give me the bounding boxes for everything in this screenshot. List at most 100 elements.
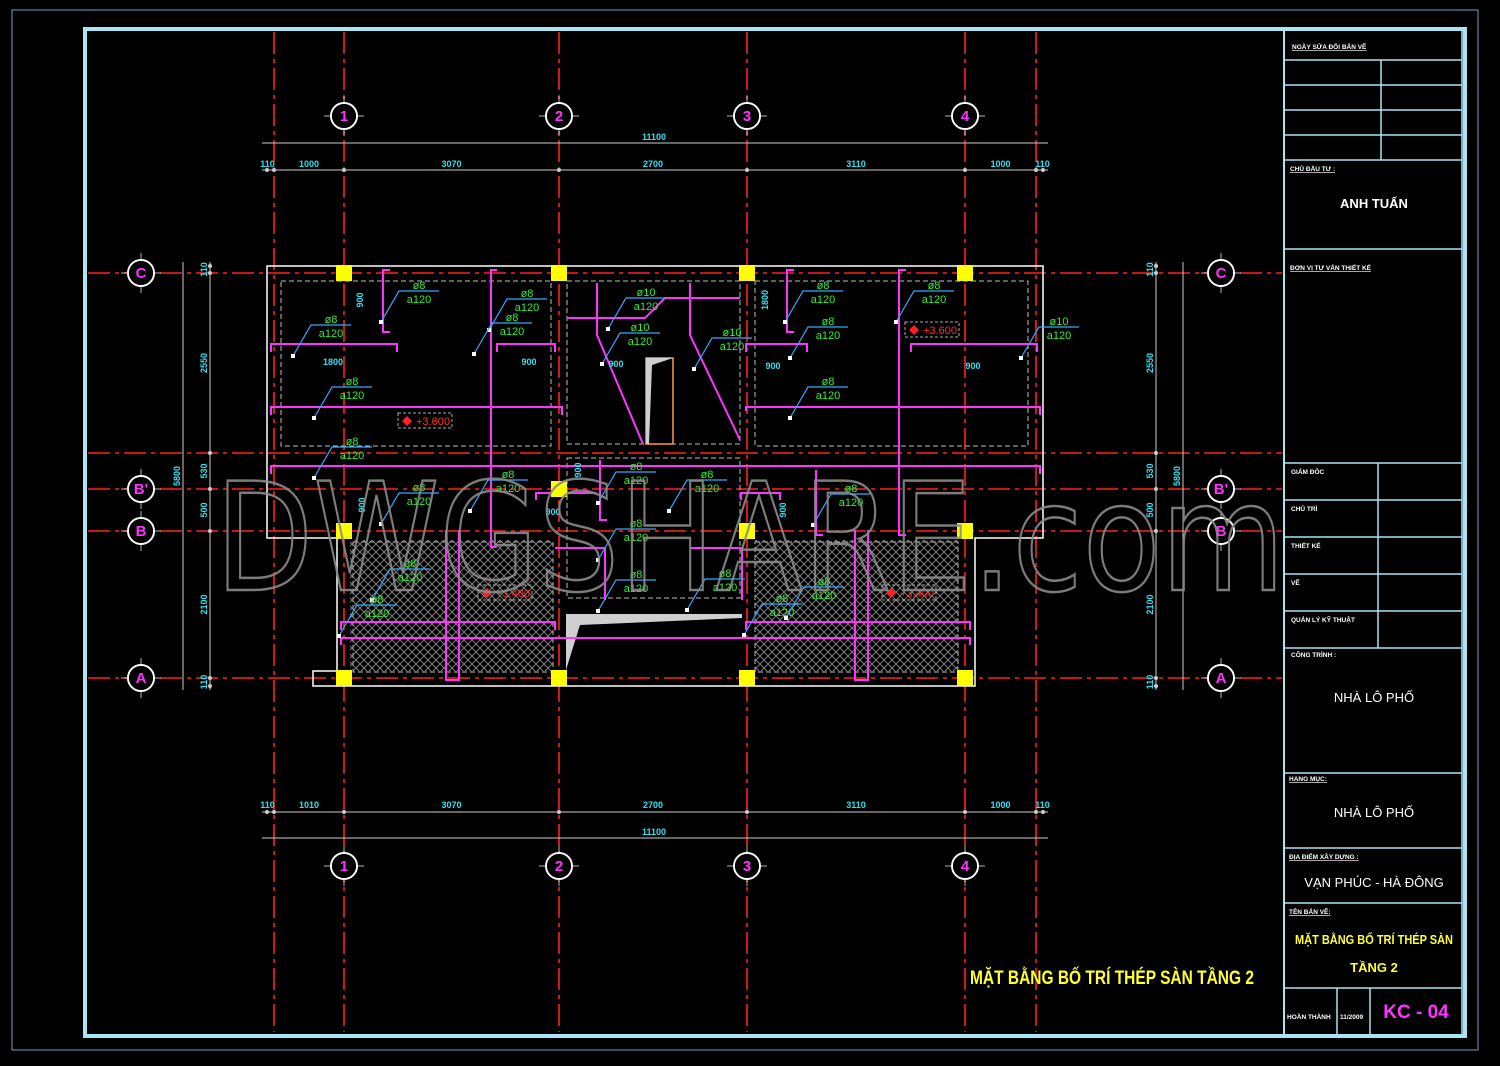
leader-line (784, 290, 843, 323)
dimension-tick (272, 168, 276, 172)
dimension-tick (208, 684, 212, 688)
elevation-marks: +3.600+3.600+3.400+3.400 (397, 321, 960, 601)
rebar-diameter: ø8 (325, 314, 338, 326)
rebar-label: ø8 a120 (742, 593, 802, 637)
rebar-diameter: ø8 (817, 280, 830, 292)
leader-line (743, 603, 802, 636)
leader-line (789, 326, 848, 359)
rebar-spacing: a120 (407, 294, 431, 306)
dimension-tick (557, 810, 561, 814)
rebar-label: ø8 a120 (894, 280, 954, 324)
column (336, 670, 352, 686)
leader-dot (692, 367, 696, 371)
rebar-spacing: a120 (770, 607, 794, 619)
dimension-tick (265, 168, 269, 172)
leader-dot (788, 416, 792, 420)
leader-line (668, 479, 727, 512)
dimension-tick (1041, 168, 1045, 172)
item-label: HẠNG MỤC: (1289, 776, 1327, 783)
grid-bubble-right: C (1201, 253, 1241, 293)
leader-line (597, 528, 656, 561)
dimension-label: 2100 (199, 594, 209, 614)
rebar-spacing: a120 (811, 294, 835, 306)
rebar-spacing: a120 (340, 390, 364, 402)
leader-line (895, 290, 954, 323)
grid-bubble-label: B' (1214, 481, 1228, 498)
bubble-fill (1209, 477, 1233, 501)
leader-line (380, 290, 439, 323)
grid-bubble-right: B (1201, 511, 1241, 551)
columns (336, 265, 973, 686)
project-name: NHÀ LÔ PHỐ (1334, 690, 1414, 705)
elevation-box (904, 321, 960, 338)
rebar-spacing: a120 (922, 294, 946, 306)
interior-dimension-label: 900 (357, 497, 367, 512)
leader-dot (606, 327, 610, 331)
drawing-name-line1: MẶT BẰNG BỐ TRÍ THÉP SÀN (1295, 932, 1453, 947)
dimension-tick (1041, 810, 1045, 814)
grid-bubble-label: C (136, 265, 147, 282)
leader-line (693, 337, 752, 370)
grid-bubble-bottom: 3 (727, 846, 767, 886)
bubble-fill (735, 854, 759, 878)
completed-label: HOÀN THÀNH (1287, 1012, 1331, 1021)
owner-label: CHỦ ĐẦU TƯ : (1290, 163, 1335, 173)
leader-line (313, 446, 372, 479)
dimension-label: 1000 (990, 159, 1010, 169)
rebar-diameter: ø8 (776, 593, 789, 605)
dimension-label: 3070 (441, 159, 461, 169)
bubble-fill (1209, 666, 1233, 690)
dimension-tick (265, 810, 269, 814)
watermark: DWGSHARE.com (215, 452, 1285, 626)
leader-dot (783, 320, 787, 324)
rebar-diameter: ø8 (928, 280, 941, 292)
rebar-spacing: a120 (515, 302, 539, 314)
column (551, 670, 567, 686)
leader-dot (596, 609, 600, 613)
grid-bubble-label: B' (134, 481, 148, 498)
dimension-total-label: 5800 (172, 466, 182, 486)
leader-dot (379, 522, 383, 526)
rebar-diameter: ø8 (521, 288, 534, 300)
grid-bubble-label: 1 (340, 108, 348, 125)
column (957, 670, 973, 686)
dimension-tick (208, 451, 212, 455)
dimension-tick (963, 810, 967, 814)
elevation-icon (402, 416, 412, 426)
location-name: VẠN PHÚC - HÀ ĐÔNG (1304, 875, 1443, 890)
rebar-diameter: ø8 (630, 569, 643, 581)
leader-line (313, 386, 372, 419)
leader-dot (370, 598, 374, 602)
bubble-fill (953, 854, 977, 878)
bubble-fill (129, 519, 153, 543)
interior-dimension-label: 900 (545, 507, 560, 517)
rebar-spacing: a120 (319, 328, 343, 340)
leader-dot (291, 354, 295, 358)
dimension-tick (342, 810, 346, 814)
bubble-fill (547, 104, 571, 128)
rebar-spacing: a120 (496, 483, 520, 495)
rebar-diameter: ø8 (346, 376, 359, 388)
owner-name: ANH TUẤN (1340, 196, 1408, 211)
leader-line (338, 604, 397, 637)
dimension-label: 530 (1145, 463, 1155, 478)
grid-bubble-label: 2 (555, 858, 563, 875)
bubble-fill (129, 666, 153, 690)
leader-dot (685, 608, 689, 612)
elevation-mark: +3.400 (477, 584, 533, 601)
elevation-icon (909, 325, 919, 335)
bubble-fill (332, 854, 356, 878)
elevation-mark: +3.600 (904, 321, 960, 338)
grid-bubble-top: 1 (324, 96, 364, 136)
dimension-tick (1154, 529, 1158, 533)
elevation-icon (482, 588, 492, 598)
rebar-diameter: ø10 (631, 322, 650, 334)
rebar-diameter: ø8 (630, 461, 643, 473)
leader-line (686, 578, 745, 611)
